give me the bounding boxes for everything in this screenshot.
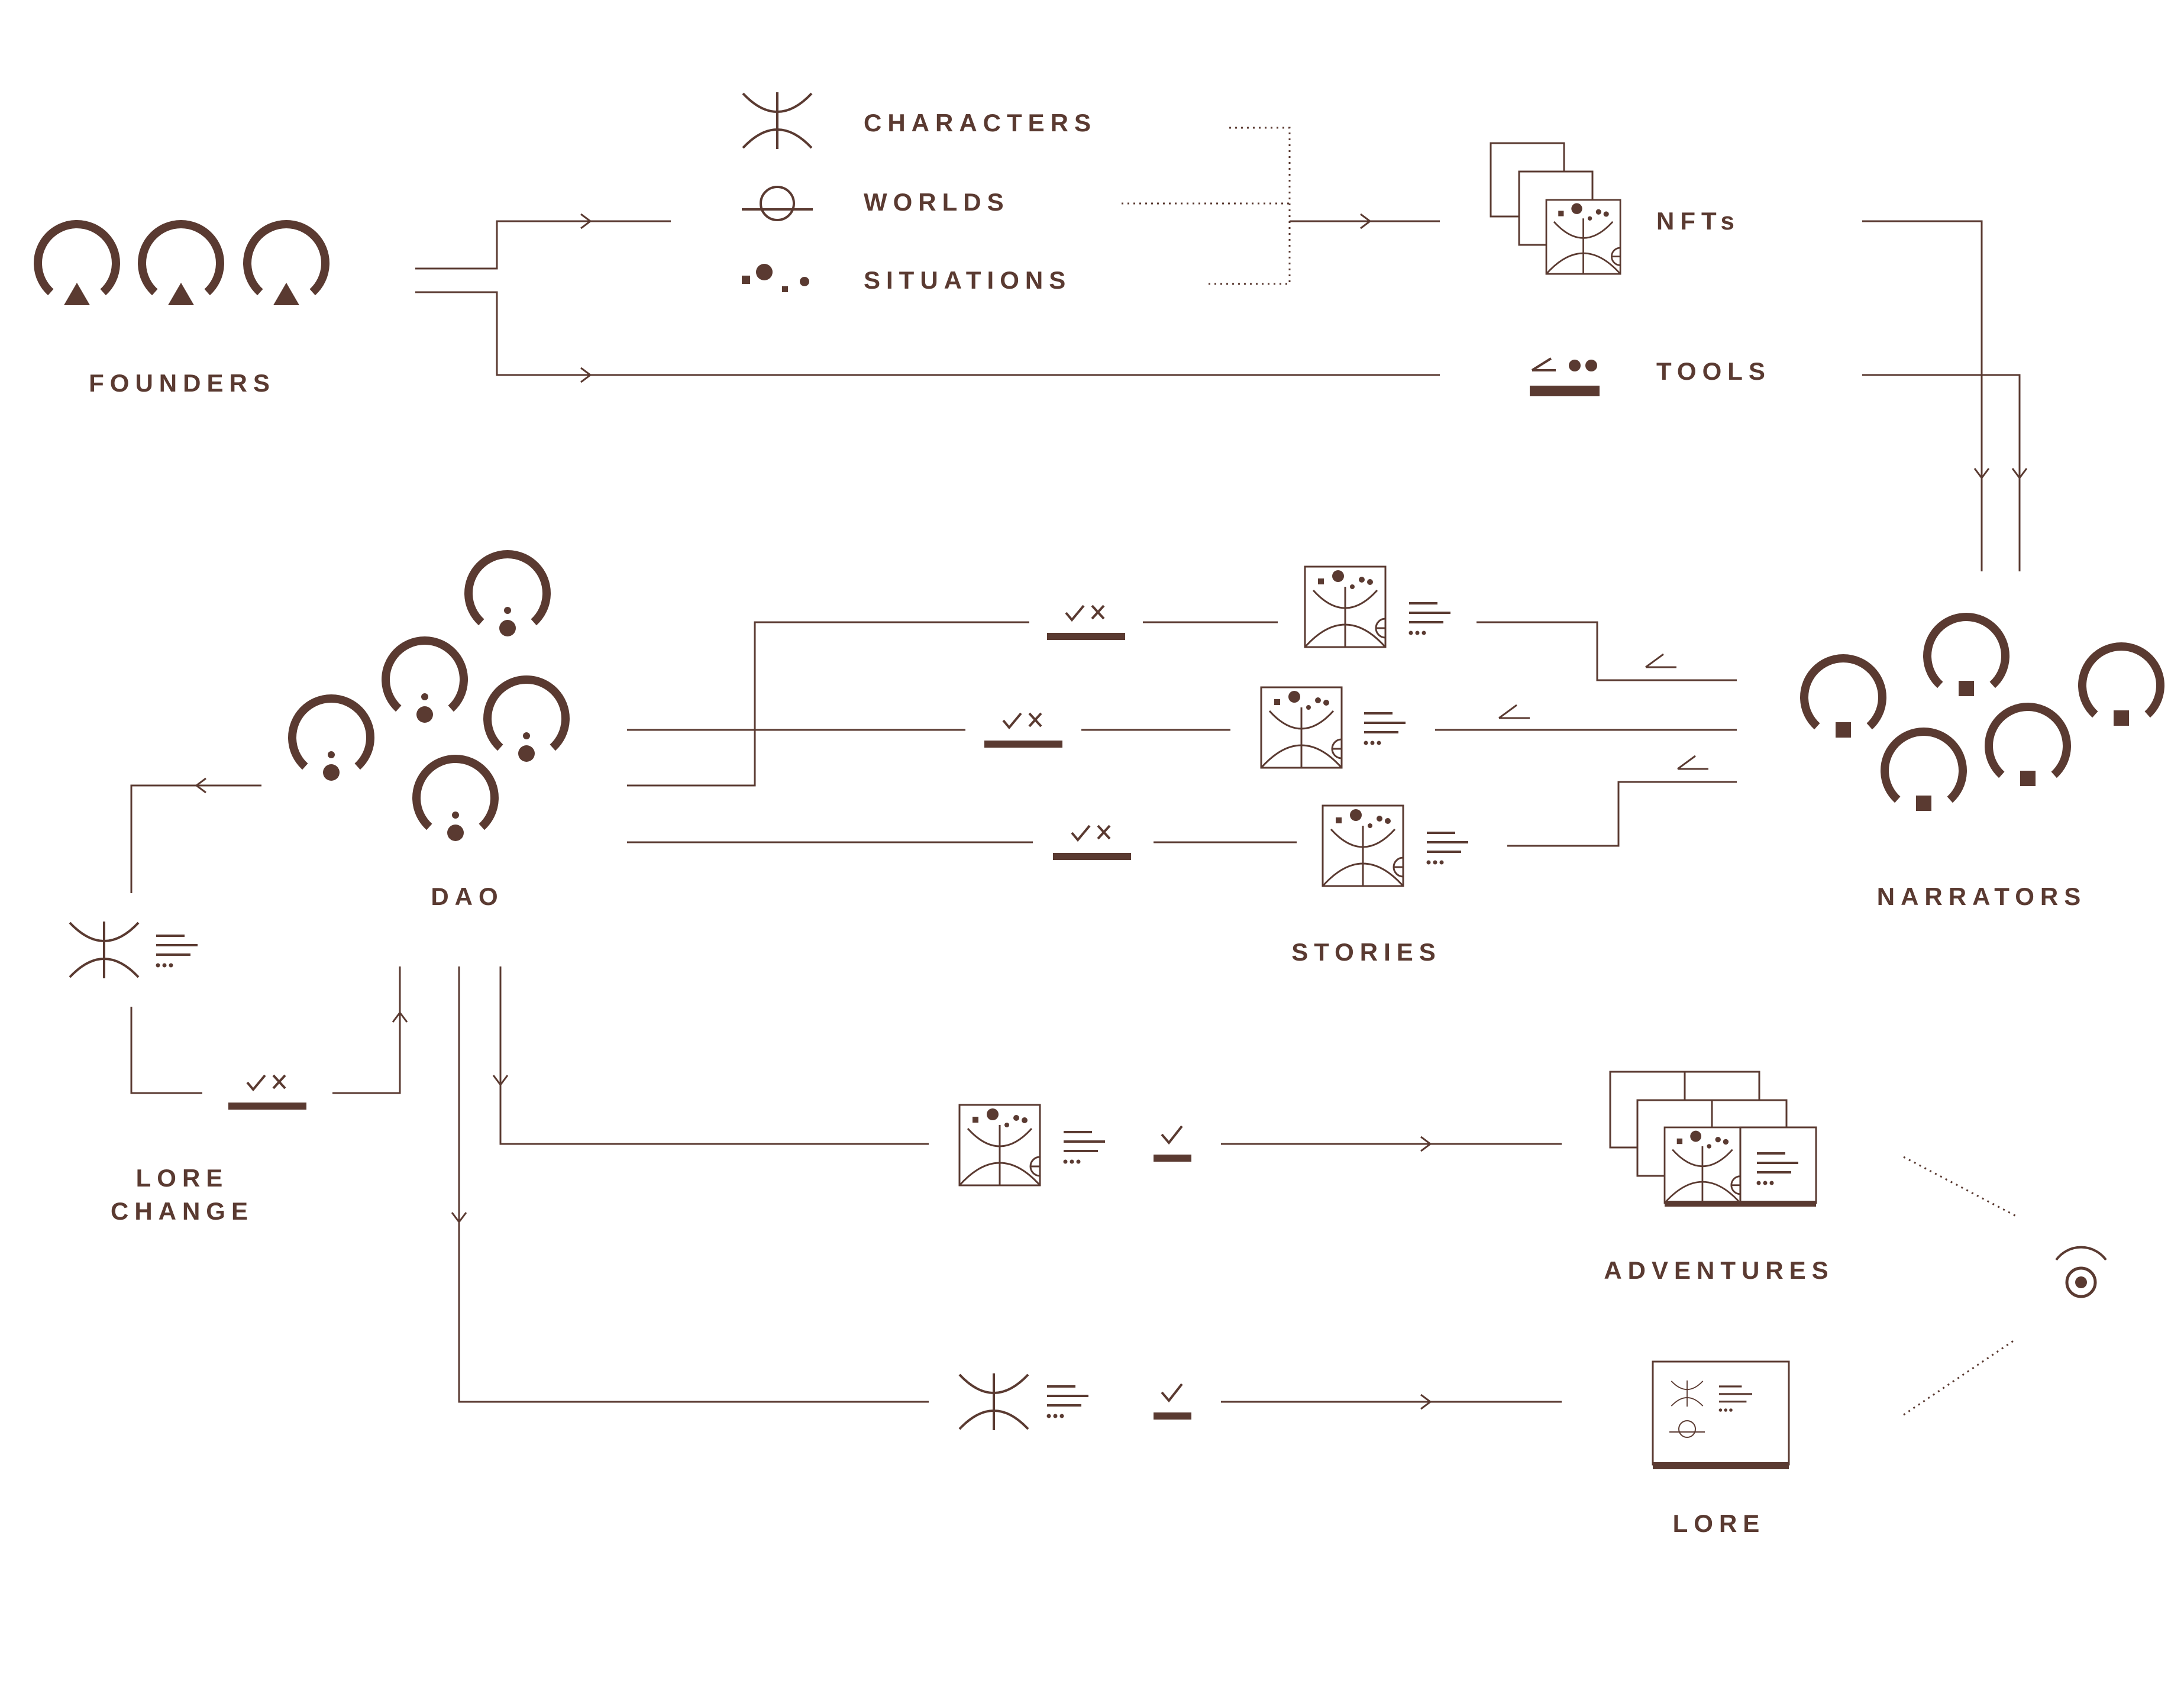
world-circle-icon (741, 186, 814, 221)
founder-icon (38, 224, 116, 305)
nfts-group: NFTs (1490, 142, 1740, 275)
check-cross-vote-icon (1052, 825, 1132, 861)
narrator-icon (2082, 646, 2160, 726)
founders-group: FOUNDERS (38, 224, 325, 397)
characters-label: CHARACTERS (864, 109, 1097, 137)
lore-label: LORE (1673, 1509, 1766, 1537)
narrator-icon (1927, 617, 2005, 696)
story-card-icon (1322, 804, 1404, 887)
dao-member-icon (416, 759, 495, 841)
story-card-icon (1304, 565, 1387, 648)
lore-change-label-line2: CHANGE (111, 1197, 254, 1225)
tools-group: TOOLS (1530, 357, 1771, 396)
narrators-label: NARRATORS (1877, 882, 2086, 910)
check-approve-icon (1152, 1383, 1193, 1421)
adventures-label: ADVENTURES (1604, 1256, 1834, 1284)
tool-tick-icon (1676, 755, 1710, 770)
dao-label: DAO (431, 882, 503, 910)
text-lines-icon (1407, 602, 1452, 636)
dao-member-icon (292, 699, 370, 781)
tools-label: TOOLS (1656, 357, 1771, 385)
character-glyph-icon (69, 920, 140, 979)
narrators-group: NARRATORS (1804, 617, 2160, 910)
narrator-icon (1989, 707, 2067, 786)
lore-book-icon (1652, 1360, 1790, 1469)
text-lines-icon (1045, 1385, 1090, 1420)
viewer-group (1903, 1156, 2107, 1416)
character-glyph-icon (958, 1372, 1029, 1431)
check-cross-vote-icon (983, 712, 1064, 749)
check-approve-icon (1152, 1125, 1193, 1163)
narrator-icon (1804, 658, 1882, 738)
check-cross-vote-icon (227, 1074, 308, 1111)
lore-change-label-line1: LORE (136, 1164, 229, 1192)
text-lines-icon (154, 935, 199, 969)
dao-member-icon (386, 641, 464, 723)
stories-label: STORIES (1291, 938, 1442, 966)
nfts-label: NFTs (1656, 207, 1740, 235)
stacked-cards-icon (1545, 199, 1621, 275)
story-card-icon (1260, 686, 1343, 769)
character-glyph-icon (742, 91, 813, 150)
text-lines-icon (1425, 832, 1469, 866)
lore-group: LORE (451, 966, 1790, 1537)
source-assets: CHARACTERS WORLDS SITUATIONS (741, 91, 1097, 294)
stories-group: STORIES (627, 565, 1737, 966)
scattered-dots-icon (742, 264, 809, 292)
dao-member-icon (469, 554, 547, 636)
stacked-cards-icon (1609, 1071, 1817, 1207)
text-lines-icon (1062, 1131, 1106, 1165)
tool-bar-icon (1530, 357, 1600, 396)
adventures-group: ADVENTURES (492, 966, 1834, 1284)
story-card-icon (958, 1104, 1041, 1187)
asset-merge-connectors (1122, 127, 1440, 285)
worlds-label: WORLDS (864, 188, 1010, 216)
eye-viewer-icon (2055, 1246, 2107, 1298)
dao-group: DAO (292, 554, 566, 910)
founders-connectors (415, 213, 1440, 383)
tool-tick-icon (1498, 704, 1531, 719)
tool-tick-icon (1645, 653, 1678, 668)
narrator-icon (1885, 732, 1963, 811)
founder-icon (247, 224, 325, 305)
founders-label: FOUNDERS (89, 369, 276, 397)
dao-member-icon (487, 680, 566, 762)
check-cross-vote-icon (1046, 604, 1126, 641)
situations-label: SITUATIONS (864, 266, 1071, 294)
founder-icon (142, 224, 220, 305)
assets-to-narrators-connectors (1862, 220, 2028, 571)
lore-change-group: LORE CHANGE (69, 777, 408, 1225)
text-lines-icon (1362, 712, 1407, 746)
